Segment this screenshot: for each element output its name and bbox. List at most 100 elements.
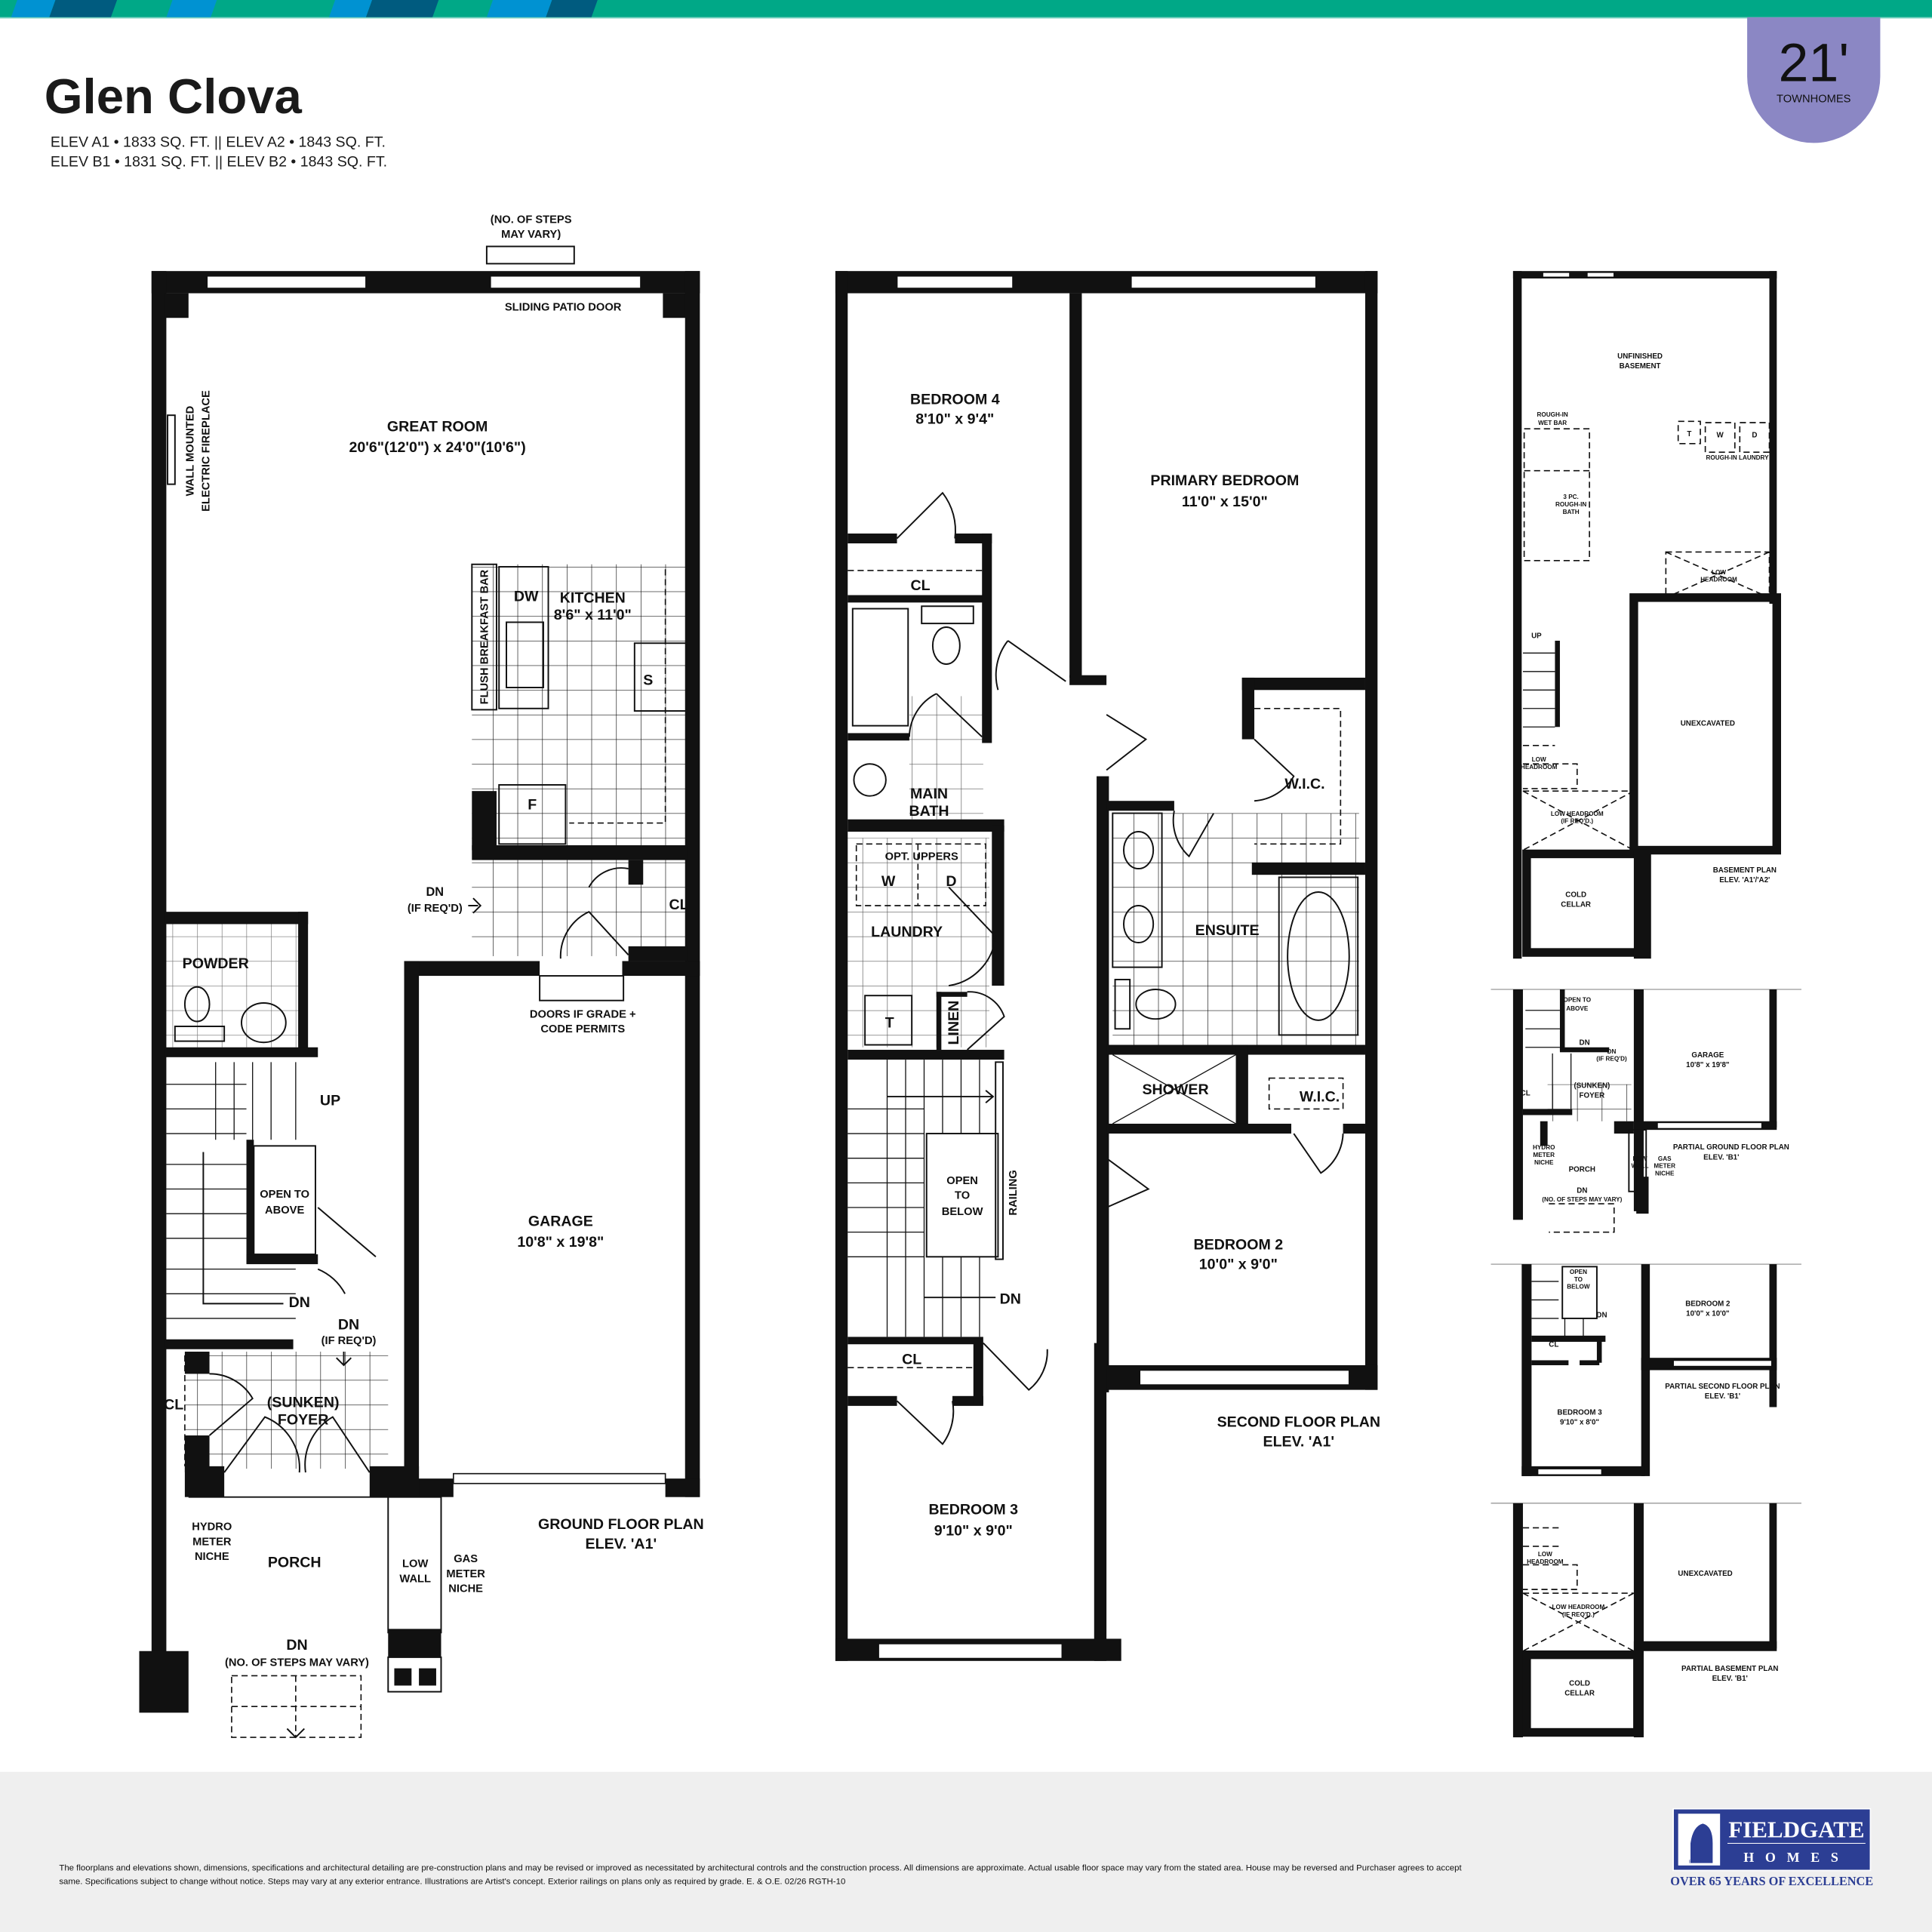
- b1-open-above-label: OPEN TO: [1564, 996, 1592, 1003]
- ground-plan-title: GROUND FLOOR PLAN: [538, 1516, 704, 1533]
- logo-tagline: OVER 65 YEARS OF EXCELLENCE: [1670, 1874, 1873, 1888]
- b1-garage-dim: 10'8" x 19'8": [1686, 1061, 1729, 1069]
- opt-uppers-label: OPT. UPPERS: [885, 851, 958, 863]
- b1-cold-cellar-label-2: CELLAR: [1564, 1690, 1595, 1698]
- dishwasher-label: DW: [514, 589, 539, 605]
- second-plan-title: SECOND FLOOR PLAN: [1217, 1414, 1380, 1431]
- main-bath-label: MAIN: [910, 786, 948, 802]
- b1-dn-ifreq-label-2: (IF REQ'D): [1596, 1056, 1627, 1063]
- disclaimer-line-1: The floorplans and elevations shown, dim…: [59, 1863, 1462, 1872]
- doors-note-2: CODE PERMITS: [540, 1023, 625, 1035]
- open-below-label: OPEN: [946, 1175, 978, 1187]
- dryer-label: D: [946, 873, 956, 890]
- dn-ifreq-label-2: (IF REQ'D): [321, 1335, 377, 1347]
- partial-ground-b1-plan: [1512, 989, 1777, 1233]
- b1-hydro-label-3: NICHE: [1534, 1159, 1554, 1166]
- foyer-label: (SUNKEN): [267, 1394, 340, 1411]
- ground-stairs: [166, 1062, 297, 1319]
- ensuite-label: ENSUITE: [1195, 922, 1260, 939]
- up-label: UP: [320, 1092, 340, 1109]
- partial-second-b1-plan: [1521, 1264, 1777, 1476]
- kitchen-name: KITCHEN: [560, 589, 626, 606]
- unexcavated-label: UNEXCAVATED: [1681, 720, 1735, 728]
- bedroom4-closet-label: CL: [911, 577, 931, 594]
- b1-low-headroom-label: LOW: [1538, 1551, 1552, 1558]
- bedroom3-dim: 9'10" x 9'0": [934, 1522, 1013, 1539]
- low-headroom-ifreq-label-2: (IF REQ'D.): [1561, 818, 1593, 825]
- b1-basement-plan-title: PARTIAL BASEMENT PLAN: [1681, 1665, 1778, 1673]
- foyer-closet-label: CL: [164, 1397, 183, 1414]
- b1-unexcavated-label: UNEXCAVATED: [1678, 1570, 1732, 1578]
- basement-tub-label: T: [1687, 430, 1691, 438]
- ground-floor-plan: [139, 245, 700, 1739]
- bedroom4-name: BEDROOM 4: [910, 392, 1000, 408]
- basement-plan-title: BASEMENT PLAN: [1713, 866, 1777, 875]
- b1-open-below-label: OPEN: [1570, 1269, 1587, 1275]
- sqft-line-1: ELEV A1 • 1833 SQ. FT. || ELEV A2 • 1843…: [51, 134, 386, 150]
- rough-in-bath-label: 3 PC.: [1563, 494, 1578, 500]
- basement-plan-elev: ELEV. 'A1'/'A2': [1719, 876, 1770, 884]
- badge-size: 21': [1778, 33, 1849, 94]
- second-floor-labels: BEDROOM 4 8'10" x 9'4" CL MAIN BATH OPT.…: [871, 392, 1380, 1540]
- open-below-label-3: BELOW: [942, 1206, 983, 1218]
- b1-closet-label: CL: [1521, 1089, 1531, 1097]
- low-headroom-label-2: HEADROOM: [1700, 577, 1737, 583]
- second-floor-plan: [835, 271, 1378, 1661]
- b1-cold-cellar-label: COLD: [1569, 1679, 1590, 1687]
- craftsman-silhouette-icon: [1690, 1823, 1713, 1863]
- basement-washer-label: W: [1717, 432, 1724, 440]
- b1-ground-plan-elev: ELEV. 'B1': [1703, 1153, 1739, 1161]
- b1-open-below-label-2: TO: [1574, 1276, 1583, 1283]
- basement-dryer-label: D: [1752, 432, 1757, 440]
- sqft-line-2: ELEV B1 • 1831 SQ. FT. || ELEV B2 • 1843…: [51, 153, 387, 170]
- bedroom2-dim: 10'0" x 9'0": [1199, 1257, 1278, 1273]
- ground-plan-elev: ELEV. 'A1': [586, 1536, 657, 1552]
- unfinished-basement-label: UNFINISHED: [1617, 352, 1663, 361]
- b1-dn-label: DN: [1580, 1038, 1590, 1047]
- bedroom4-dim: 8'10" x 9'4": [915, 411, 994, 428]
- cold-cellar-label-2: CELLAR: [1561, 901, 1591, 909]
- second-stairs: [848, 1060, 996, 1337]
- open-above-label-2: ABOVE: [265, 1204, 304, 1217]
- gas-meter-label-3: NICHE: [448, 1583, 483, 1595]
- washer-label: W: [881, 873, 896, 890]
- unfinished-basement-label-2: BASEMENT: [1620, 362, 1661, 371]
- bedroom3-name: BEDROOM 3: [929, 1502, 1019, 1518]
- partial-ground-b1-labels: OPEN TO ABOVE DN DN (IF REQ'D) CL (SUNKE…: [1521, 996, 1789, 1202]
- b1-foyer-label-2: FOYER: [1580, 1092, 1605, 1100]
- partial-basement-b1-labels: LOW HEADROOM LOW HEADROOM (IF REQ'D.) UN…: [1527, 1551, 1778, 1697]
- b1-porch-steps-note: (NO. OF STEPS MAY VARY): [1542, 1196, 1622, 1203]
- logo-name: FIELDGATE: [1728, 1816, 1864, 1842]
- open-above-label: OPEN TO: [260, 1189, 309, 1201]
- partial-basement-b1-plan: [1512, 1503, 1777, 1738]
- low-wall-label-2: WALL: [399, 1573, 431, 1585]
- laundry-tub-label: T: [885, 1015, 894, 1032]
- low-headroom-stair-label-2: HEADROOM: [1521, 764, 1558, 771]
- kitchen-dim: 8'6" x 11'0": [554, 607, 632, 623]
- porch-dn-label: DN: [286, 1637, 307, 1654]
- basement-plan: [1512, 271, 1781, 959]
- wet-bar-label-2: WET BAR: [1538, 420, 1567, 426]
- logo-sub: HOMES: [1743, 1850, 1849, 1865]
- dn-label: DN: [426, 885, 445, 899]
- b1-open-below-label-3: BELOW: [1567, 1284, 1590, 1291]
- wic-label: W.I.C.: [1284, 776, 1324, 792]
- basement-up-label: UP: [1531, 632, 1542, 641]
- fridge-label: F: [528, 797, 537, 814]
- b1-low-wall-label: LOW: [1633, 1155, 1647, 1162]
- hydro-label-2: METER: [192, 1536, 232, 1548]
- railing-label: RAILING: [1008, 1170, 1020, 1215]
- footer-background: [0, 1771, 1932, 1932]
- hydro-label: HYDRO: [192, 1521, 232, 1534]
- b1-bedroom2-name: BEDROOM 2: [1685, 1300, 1730, 1309]
- low-headroom-stair-label: LOW: [1532, 756, 1546, 763]
- lot-size-badge: 21' TOWNHOMES: [1747, 17, 1881, 143]
- second-plan-elev: ELEV. 'A1': [1263, 1434, 1335, 1451]
- b1-bedroom2-dim: 10'0" x 10'0": [1686, 1310, 1729, 1318]
- b1-ground-plan-title: PARTIAL GROUND FLOOR PLAN: [1673, 1143, 1789, 1152]
- great-room-name: GREAT ROOM: [387, 418, 488, 435]
- primary-bedroom-name: PRIMARY BEDROOM: [1150, 472, 1299, 489]
- main-bath-label-2: BATH: [909, 803, 949, 820]
- rough-in-laundry-label: ROUGH-IN LAUNDRY: [1706, 454, 1770, 461]
